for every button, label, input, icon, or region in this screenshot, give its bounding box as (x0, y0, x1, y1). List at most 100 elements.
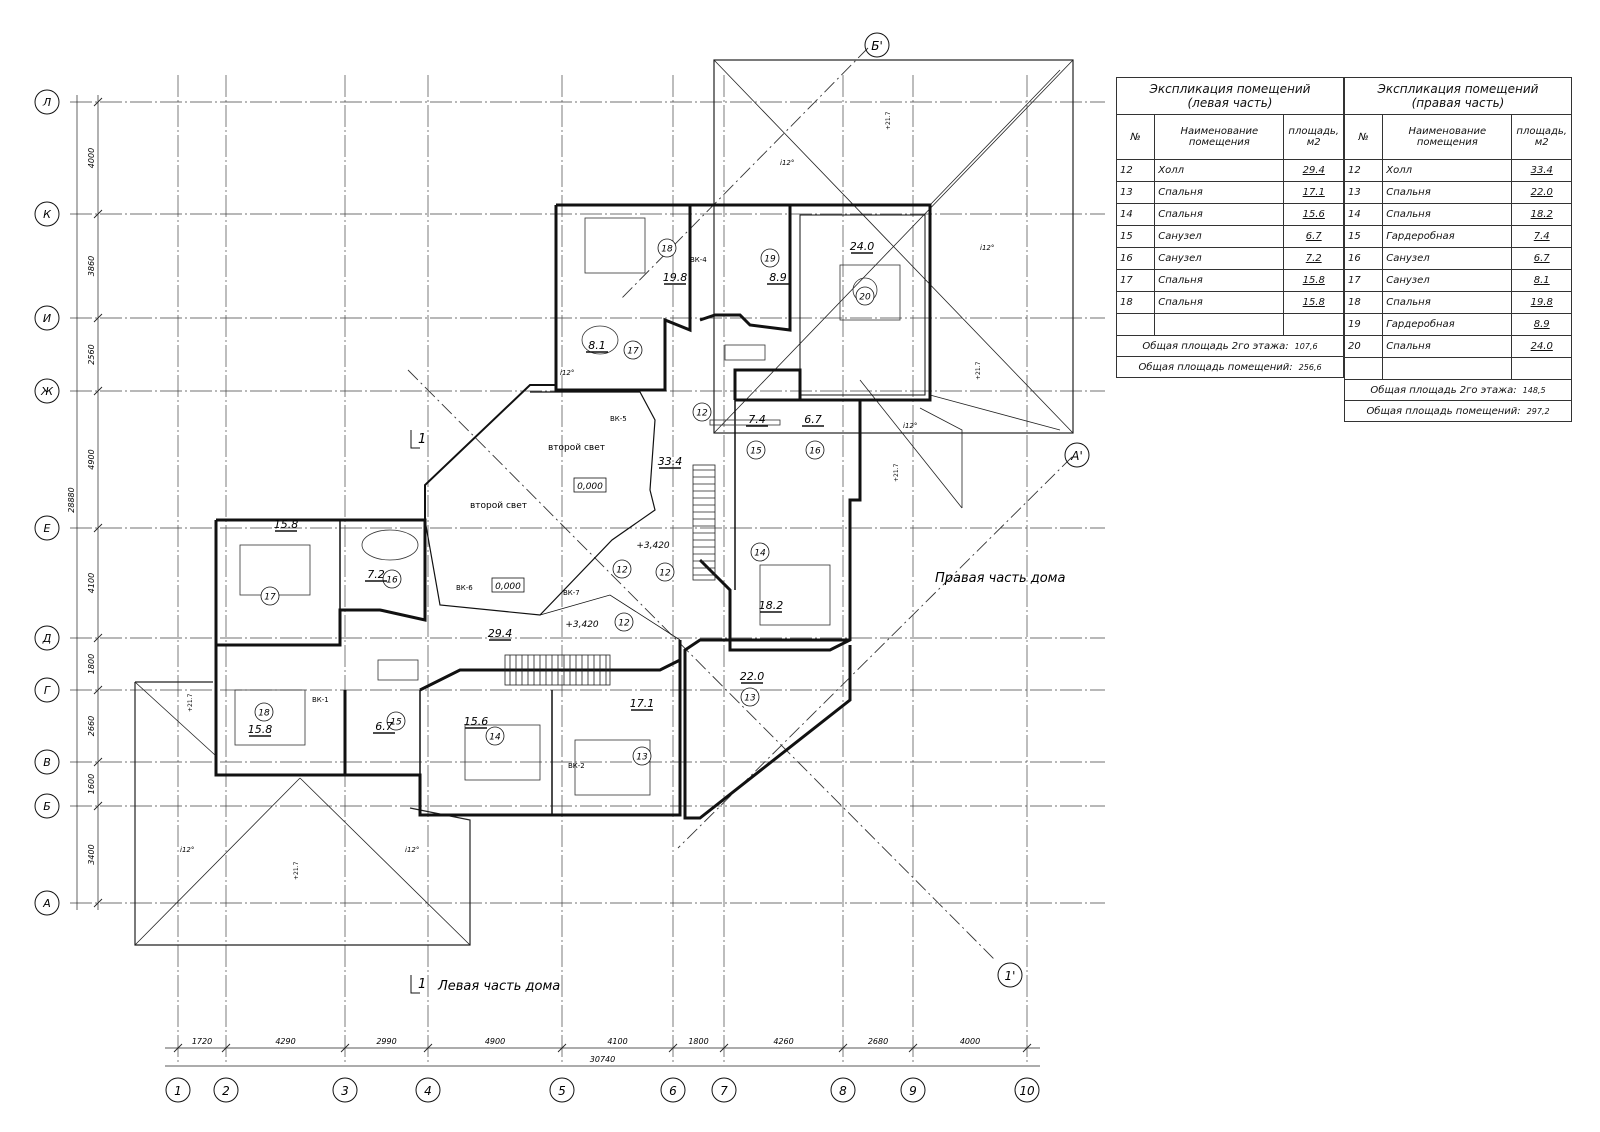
svg-text:В: В (43, 756, 51, 769)
table-cell-num: 16 (1115, 247, 1156, 270)
svg-text:24.0: 24.0 (850, 240, 875, 253)
table-right-title: Экспликация помещений(правая часть) (1344, 77, 1572, 115)
table-cell-area: 8.1 (1511, 269, 1572, 292)
svg-text:17: 17 (264, 593, 276, 603)
svg-text:20: 20 (859, 293, 871, 303)
table-cell-area: 15.8 (1283, 291, 1344, 314)
slope-mark: i12° (560, 369, 574, 377)
svg-text:Г: Г (44, 684, 51, 697)
col-name-header: Наименование помещения (1382, 114, 1513, 160)
col-name-header: Наименование помещения (1154, 114, 1285, 160)
svg-text:18.2: 18.2 (759, 599, 784, 612)
horizontal-axis-bubble: Д (34, 625, 60, 651)
svg-text:Д: Д (42, 632, 52, 645)
dimension-label: 2560 (87, 344, 96, 364)
vertical-axis-bubble: 4 (415, 1077, 441, 1103)
room-tag: 156.7 (373, 711, 406, 734)
room-tag: 12 (614, 612, 634, 632)
svg-text:А: А (42, 897, 51, 910)
table-cell-area: 15.8 (1283, 269, 1344, 292)
vk-tag: ВК-4 (690, 256, 707, 264)
dimension-label: 4260 (773, 1037, 793, 1046)
dimension-label: 4100 (87, 573, 96, 593)
svg-text:Ж: Ж (40, 385, 54, 398)
table-cell-name: Спальня (1382, 203, 1513, 226)
dimension-label: 4000 (87, 148, 96, 168)
table-cell-area: 7.2 (1283, 247, 1344, 270)
horizontal-axis-bubble: Е (34, 515, 60, 541)
svg-text:14: 14 (754, 549, 766, 559)
total-height-label: 28880 (67, 487, 76, 512)
svg-text:12: 12 (696, 409, 708, 419)
table-cell-area: 29.4 (1283, 159, 1344, 182)
col-area-header: площадь, м2 (1511, 114, 1572, 160)
dimension-label: 2990 (376, 1037, 396, 1046)
svg-text:Б: Б (43, 800, 51, 813)
col-num-header: № (1115, 114, 1156, 160)
roof-level-mark: +21.7 (293, 861, 300, 880)
vk-tag: ВК-2 (568, 762, 585, 770)
room-tag: 14 18.2 (750, 542, 784, 613)
section-cut-bottom: 1 (418, 977, 426, 992)
table-cell-area: 6.7 (1511, 247, 1572, 270)
table-cell-name: Спальня (1382, 291, 1513, 314)
room-tag: 166.7 (802, 413, 825, 460)
section-mark-a: А' (1070, 449, 1083, 463)
table-cell-area: 18.2 (1511, 203, 1572, 226)
room-tag: 12 29.4 (488, 559, 632, 641)
void-outlines (424, 391, 681, 641)
level-mark: 0,000 (495, 582, 521, 592)
total-floor-left: Общая площадь 2го этажа:107,6 (1116, 335, 1344, 357)
dimension-label: 1600 (87, 774, 96, 794)
right-house-label: Правая часть дома (935, 571, 1065, 586)
horizontal-axis-bubble: И (34, 305, 60, 331)
table-cell-name: Санузел (1382, 269, 1513, 292)
svg-text:33.4: 33.4 (658, 455, 683, 468)
level-marks (491, 477, 607, 593)
vertical-axis-bubble: 5 (549, 1077, 575, 1103)
svg-text:22.0: 22.0 (740, 670, 765, 683)
room-tag: 12 (655, 562, 675, 582)
table-cell-name: Спальня (1154, 291, 1285, 314)
dimension-label: 4290 (275, 1037, 295, 1046)
table-cell-num: 13 (1343, 181, 1384, 204)
explication-table-right: Экспликация помещений(правая часть) № На… (1343, 77, 1572, 422)
svg-text:12: 12 (616, 566, 628, 576)
table-cell-name: Холл (1382, 159, 1513, 182)
svg-text:19: 19 (764, 255, 776, 265)
vertical-axis-bubble: 3 (332, 1077, 358, 1103)
table-cell-name: Холл (1154, 159, 1285, 182)
vertical-axis-bubble: 8 (830, 1077, 856, 1103)
section-mark-b: Б' (871, 39, 883, 53)
second-light-label-1: второй свет (548, 443, 605, 453)
table-cell-name: Спальня (1154, 269, 1285, 292)
room-tag: 12 33.4 (658, 402, 712, 469)
svg-text:18: 18 (258, 709, 270, 719)
level-mark: +3,420 (636, 541, 670, 551)
horizontal-axis-bubble: К (34, 201, 60, 227)
table-cell-num: 12 (1343, 159, 1384, 182)
dimension-label: 1720 (192, 1037, 212, 1046)
svg-text:6.7: 6.7 (804, 413, 822, 426)
svg-text:5: 5 (558, 1084, 566, 1098)
room-tag: 198.9 (760, 248, 789, 285)
total-rooms-right: Общая площадь помещений:297,2 (1344, 400, 1572, 422)
svg-text:Л: Л (42, 96, 51, 109)
slope-mark: i12° (780, 159, 794, 167)
second-light-label-2: второй свет (470, 501, 527, 511)
svg-text:6.7: 6.7 (375, 720, 393, 733)
svg-text:15: 15 (750, 447, 762, 457)
svg-text:10: 10 (1019, 1084, 1035, 1098)
total-width-label: 30740 (590, 1055, 615, 1064)
svg-text:29.4: 29.4 (488, 627, 513, 640)
